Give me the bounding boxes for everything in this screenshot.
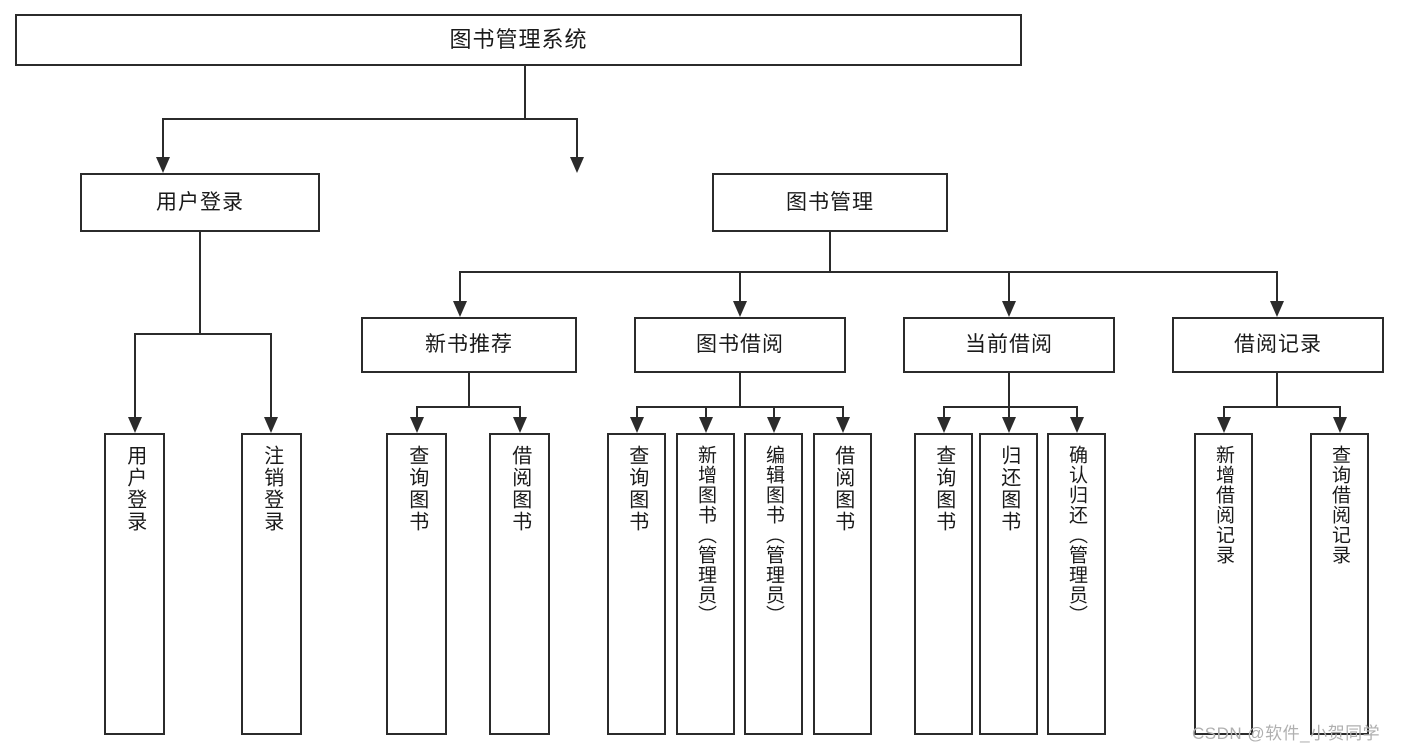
arrow-to-user-login (156, 157, 170, 173)
leaf-return-book-label: 归还图书 (997, 445, 1020, 533)
arrow-to-leaf-query-book-1 (410, 417, 424, 433)
arrow-to-leaf-add-book (699, 417, 713, 433)
edge-root-bar (162, 118, 578, 120)
edge-bookborrow-stem (739, 373, 741, 407)
leaf-user-login-label: 用户登录 (123, 445, 146, 533)
edge-bookmgmt-drop-2 (739, 271, 741, 304)
edge-bookborrow-drop-2 (705, 406, 707, 420)
arrow-to-leaf-query-book-2 (630, 417, 644, 433)
edge-userlogin-stem (199, 232, 201, 334)
edge-currentborrow-drop-1 (943, 406, 945, 420)
arrow-to-leaf-query-record (1333, 417, 1347, 433)
edge-bookmgmt-bar (459, 271, 1277, 273)
leaf-query-book-1[interactable]: 查询图书 (386, 433, 447, 735)
edge-currentborrow-drop-2 (1008, 406, 1010, 420)
edge-bookborrow-bar (636, 406, 844, 408)
edge-borrowrecord-bar (1223, 406, 1340, 408)
leaf-logout-label: 注销登录 (260, 445, 283, 533)
leaf-query-book-3-label: 查询图书 (932, 445, 955, 533)
edge-currentborrow-bar (943, 406, 1077, 408)
arrow-to-leaf-confirm-return (1070, 417, 1084, 433)
leaf-add-book-label: 新增图书（管理员） (695, 445, 717, 625)
arrow-to-current-borrow (1002, 301, 1016, 317)
node-book-management-label: 图书管理 (786, 190, 874, 214)
leaf-query-record-label: 查询借阅记录 (1329, 445, 1351, 565)
node-book-borrow-label: 图书借阅 (696, 333, 784, 357)
edge-newbook-drop-2 (519, 406, 521, 420)
arrow-to-leaf-user-login (128, 417, 142, 433)
node-root[interactable]: 图书管理系统 (15, 14, 1022, 66)
edge-root-to-bookmgmt (576, 118, 578, 161)
edge-bookmgmt-drop-4 (1276, 271, 1278, 304)
edge-newbook-drop-1 (416, 406, 418, 420)
edge-newbook-bar (416, 406, 521, 408)
leaf-add-book[interactable]: 新增图书（管理员） (676, 433, 735, 735)
edge-borrowrecord-drop-2 (1339, 406, 1341, 420)
leaf-edit-book-label: 编辑图书（管理员） (763, 445, 785, 625)
leaf-logout[interactable]: 注销登录 (241, 433, 302, 735)
watermark-text: CSDN @软件_小贺同学 (1192, 724, 1381, 743)
leaf-add-record-label: 新增借阅记录 (1213, 445, 1235, 565)
node-borrow-record-label: 借阅记录 (1234, 333, 1322, 357)
edge-currentborrow-stem (1008, 373, 1010, 407)
node-user-login-label: 用户登录 (156, 190, 244, 214)
edge-userlogin-bar (134, 333, 272, 335)
edge-bookborrow-drop-1 (636, 406, 638, 420)
arrow-to-leaf-borrow-book-1 (513, 417, 527, 433)
arrow-to-book-borrow (733, 301, 747, 317)
node-user-login[interactable]: 用户登录 (80, 173, 320, 232)
arrow-to-leaf-edit-book (767, 417, 781, 433)
node-root-label: 图书管理系统 (449, 26, 588, 52)
edge-borrowrecord-stem (1276, 373, 1278, 407)
edge-bookmgmt-drop-3 (1008, 271, 1010, 304)
arrow-to-leaf-return-book (1002, 417, 1016, 433)
node-current-borrow-label: 当前借阅 (965, 333, 1053, 357)
leaf-query-book-2-label: 查询图书 (625, 445, 648, 533)
node-new-book-recommend[interactable]: 新书推荐 (361, 317, 577, 373)
leaf-query-book-1-label: 查询图书 (405, 445, 428, 533)
edge-root-stem (524, 66, 526, 119)
edge-root-to-userlogin (162, 118, 164, 161)
edge-bookborrow-drop-3 (773, 406, 775, 420)
edge-bookborrow-drop-4 (842, 406, 844, 420)
edge-currentborrow-drop-3 (1076, 406, 1078, 420)
arrow-to-leaf-borrow-book-2 (836, 417, 850, 433)
leaf-borrow-book-1[interactable]: 借阅图书 (489, 433, 550, 735)
leaf-query-record[interactable]: 查询借阅记录 (1310, 433, 1369, 735)
arrow-to-new-book-recommend (453, 301, 467, 317)
arrow-to-leaf-logout (264, 417, 278, 433)
leaf-borrow-book-2[interactable]: 借阅图书 (813, 433, 872, 735)
leaf-confirm-return[interactable]: 确认归还（管理员） (1047, 433, 1106, 735)
arrow-to-leaf-query-book-3 (937, 417, 951, 433)
node-borrow-record[interactable]: 借阅记录 (1172, 317, 1384, 373)
node-book-borrow[interactable]: 图书借阅 (634, 317, 846, 373)
arrow-to-borrow-record (1270, 301, 1284, 317)
node-current-borrow[interactable]: 当前借阅 (903, 317, 1115, 373)
arrow-to-book-management (570, 157, 584, 173)
edge-bookmgmt-stem (829, 232, 831, 273)
edge-userlogin-drop-2 (270, 333, 272, 420)
arrow-to-leaf-add-record (1217, 417, 1231, 433)
edge-borrowrecord-drop-1 (1223, 406, 1225, 420)
leaf-borrow-book-1-label: 借阅图书 (508, 445, 531, 533)
edge-userlogin-drop-1 (134, 333, 136, 420)
node-new-book-recommend-label: 新书推荐 (425, 333, 513, 357)
edge-bookmgmt-drop-1 (459, 271, 461, 304)
leaf-borrow-book-2-label: 借阅图书 (831, 445, 854, 533)
leaf-query-book-3[interactable]: 查询图书 (914, 433, 973, 735)
leaf-confirm-return-label: 确认归还（管理员） (1066, 445, 1088, 625)
edge-newbook-stem (468, 373, 470, 407)
leaf-edit-book[interactable]: 编辑图书（管理员） (744, 433, 803, 735)
leaf-return-book[interactable]: 归还图书 (979, 433, 1038, 735)
leaf-user-login[interactable]: 用户登录 (104, 433, 165, 735)
leaf-query-book-2[interactable]: 查询图书 (607, 433, 666, 735)
node-book-management[interactable]: 图书管理 (712, 173, 948, 232)
leaf-add-record[interactable]: 新增借阅记录 (1194, 433, 1253, 735)
